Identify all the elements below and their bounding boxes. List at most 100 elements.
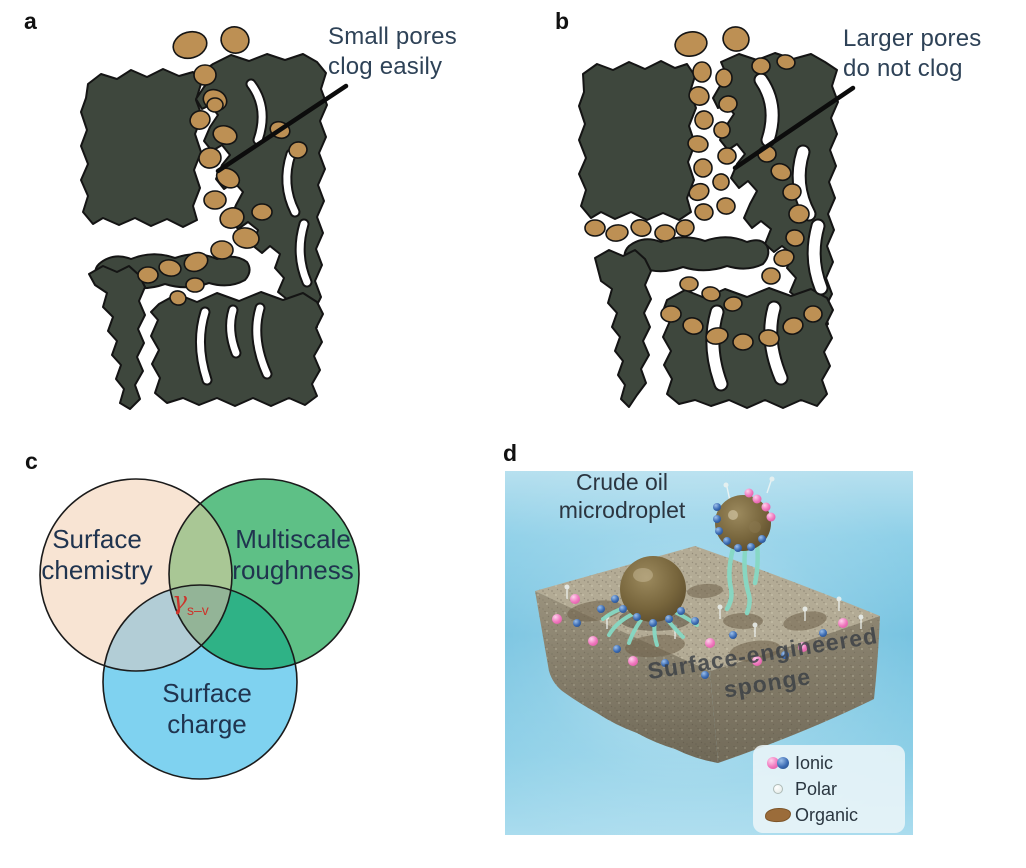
pore-deposit	[605, 224, 629, 242]
polar-pin	[564, 584, 570, 599]
rock-fragment	[578, 60, 697, 221]
panel-c: c Surface chemistry Multiscale	[20, 448, 480, 868]
oil-sphere	[620, 556, 686, 622]
legend-label-polar: Polar	[795, 778, 838, 799]
venn-label-line: chemistry	[41, 555, 153, 585]
oil-sphere	[715, 495, 771, 551]
sponge-front-shading	[535, 591, 718, 763]
pore-deposit	[712, 173, 730, 191]
venn-label-line: Multiscale	[235, 524, 351, 554]
pore-deposit	[716, 197, 736, 215]
oil-droplet-floating	[713, 488, 776, 616]
polar-pin	[717, 604, 723, 619]
panel-c-label: c	[25, 448, 38, 474]
pore-deposit	[210, 240, 234, 260]
pore-deposit	[158, 259, 182, 277]
pore-deposit	[722, 26, 750, 52]
pore-deposit	[660, 305, 682, 323]
porous-rock-large-pores-illustration	[578, 26, 839, 409]
pore-deposit	[785, 229, 805, 247]
pore-deposit	[732, 333, 754, 351]
pore-deposit	[693, 158, 713, 178]
pore-deposit	[694, 110, 714, 130]
pore-deposit	[251, 203, 273, 221]
oil-sphere-highlight	[728, 510, 738, 520]
pore-deposit	[788, 204, 810, 224]
venn-label-line: charge	[167, 709, 247, 739]
panel-d: d	[495, 440, 1026, 868]
ionic-pink-dots-scattered	[552, 594, 848, 666]
annotation-line: clog easily	[328, 53, 443, 80]
polar-icon-dot	[773, 784, 783, 794]
ionic-blue-dots	[713, 503, 766, 552]
oil-droplet-attached	[601, 556, 699, 647]
blue-ion-icon	[777, 757, 789, 769]
venn-label-multiscale-roughness: Multiscale roughness	[213, 524, 373, 586]
sponge-block	[535, 546, 880, 763]
pore-deposit	[183, 251, 209, 273]
pore-deposit	[675, 219, 695, 237]
oil-sphere-highlight	[749, 521, 761, 533]
venn-diagram	[39, 478, 360, 780]
pore-deposit	[757, 145, 777, 163]
venn-label-surface-chemistry: Surface chemistry	[27, 524, 167, 586]
polar-pin	[802, 606, 808, 621]
annotation-line: do not clog	[843, 55, 963, 82]
pore-deposit	[761, 267, 781, 285]
ionic-blue-dots-scattered	[573, 605, 827, 679]
label-line: Crude oil	[575, 469, 669, 495]
polar-pin	[752, 622, 758, 637]
rock-fragment	[594, 249, 652, 408]
pore-deposit	[172, 30, 208, 60]
pore-deposit	[674, 31, 708, 57]
annotation-larger-pores: Larger pores do not clog	[843, 24, 981, 84]
pore-deposit	[694, 203, 714, 221]
pore-deposit	[687, 135, 709, 153]
annotation-small-pores: Small pores clog easily	[328, 22, 457, 82]
venn-outlines	[39, 478, 360, 780]
pore-deposit	[630, 219, 652, 237]
legend-label-ionic: Ionic	[795, 752, 834, 773]
venn-center-symbol-gamma-sv: γs–v	[172, 586, 209, 618]
legend: Ionic Polar Organic	[753, 745, 905, 833]
venn-label-surface-charge: Surface charge	[137, 678, 277, 740]
gamma-subscript: s–v	[186, 602, 209, 618]
pore-deposit	[584, 219, 606, 237]
pore-deposit	[232, 227, 260, 249]
pore-deposit	[692, 61, 712, 83]
organic-icon-blob	[764, 807, 792, 823]
polar-dot-icon	[761, 784, 795, 794]
pore-deposit	[773, 249, 795, 267]
pore-deposit	[682, 317, 704, 335]
ionic-pink-dots	[744, 488, 776, 522]
pore-deposit	[701, 286, 721, 302]
annotation-line: Small pores	[328, 23, 457, 50]
pore-deposit	[203, 190, 227, 210]
sponge-right-shading	[710, 616, 880, 763]
porous-rock-small-pores-illustration	[80, 26, 328, 410]
pore-deposit	[782, 317, 804, 335]
pore-deposit	[189, 110, 211, 130]
pore-deposit	[193, 64, 217, 86]
pore-deposit	[679, 276, 699, 292]
pore-deposit	[654, 224, 676, 242]
pore-deposit	[723, 296, 743, 312]
panel-b-label: b	[555, 8, 570, 34]
pore-deposit	[169, 290, 187, 306]
polar-pin	[858, 614, 864, 629]
polar-pin	[766, 476, 775, 494]
legend-label-organic: Organic	[795, 804, 859, 825]
legend-row-ionic: Ionic	[761, 750, 897, 776]
venn-overlap-chemistry-charge	[103, 585, 232, 671]
gamma-symbol: γ	[172, 586, 187, 615]
legend-row-polar: Polar	[761, 776, 897, 802]
pore-deposit	[688, 182, 710, 202]
pore-deposit	[751, 57, 771, 75]
panel-b: b	[513, 0, 1026, 434]
pore-deposit	[715, 68, 733, 88]
pore-deposit	[206, 97, 224, 113]
pink-ion-icon	[767, 757, 779, 769]
annotation-line: Larger pores	[843, 25, 982, 52]
pore-deposit	[219, 207, 245, 229]
